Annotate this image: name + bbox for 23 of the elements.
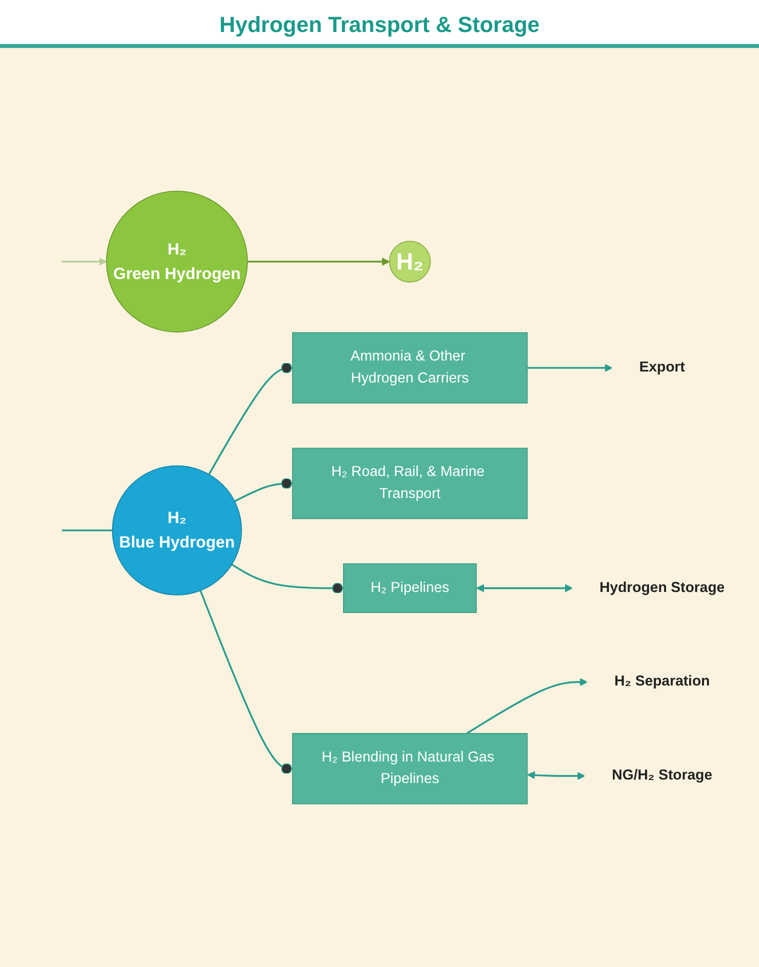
arrow [527,772,586,780]
node-text: Export [639,360,685,376]
connector [200,590,293,775]
node-text: H₂ Separation [614,674,710,690]
connector [208,362,293,476]
node-circle: H₂ [388,241,431,284]
connector [61,530,112,532]
node-circle: H₂ Blue Hydrogen [112,466,242,596]
node-text: Hydrogen Storage [599,580,725,596]
arrow [247,258,390,266]
arrow [476,584,573,593]
connector [234,478,293,503]
arrow [466,678,588,735]
connector [231,564,344,594]
node-box: H₂ Blending in Natural Gas Pipelines [292,733,528,805]
node-box: H₂ Pipelines [343,564,477,614]
node-box: Ammonia & Other Hydrogen Carriers [292,332,528,404]
node-box: H₂ Road, Rail, & Marine Transport [292,448,528,520]
arrow [61,258,107,266]
node-text: NG/H₂ Storage [612,768,712,784]
diagram-title: Hydrogen Transport & Storage [0,0,759,48]
node-circle: H₂ Green Hydrogen [106,191,248,333]
arrow [527,364,612,372]
